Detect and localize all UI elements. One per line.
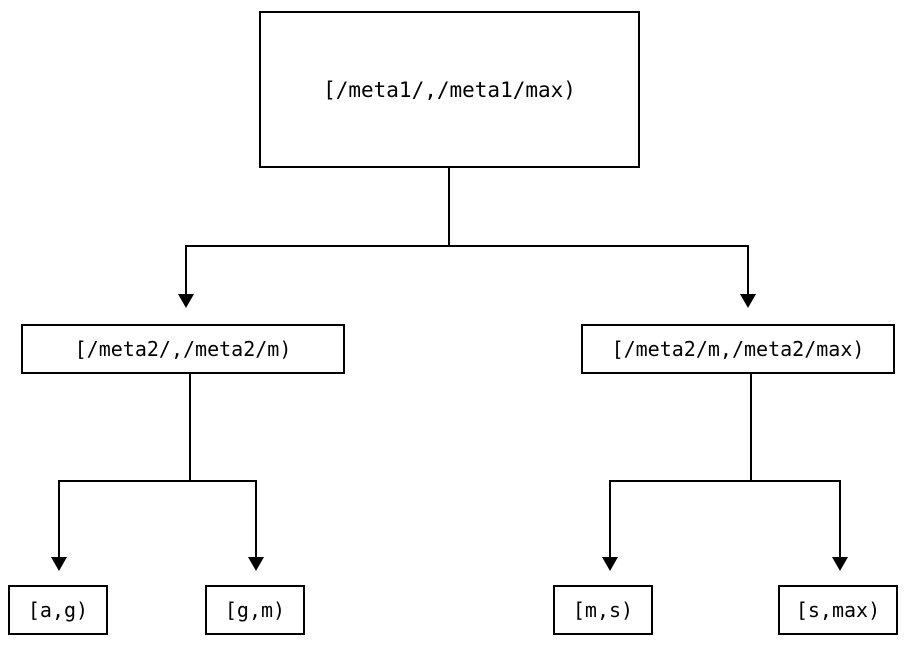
edge-root-to-mid-right [747, 245, 749, 303]
edge-mid-left-to-leaf-0 [58, 480, 60, 565]
edge-mid-left-to-leaf-1 [255, 480, 257, 565]
arrow-mid-right-to-leaf-3 [832, 557, 848, 571]
node-mid-left-label: [/meta2/,/meta2/m) [74, 337, 292, 361]
node-mid-right-label: [/meta2/m,/meta2/max) [611, 337, 865, 361]
edge-mid-left-bus [58, 480, 256, 482]
arrow-root-to-mid-left [178, 294, 194, 308]
node-mid-right[interactable]: [/meta2/m,/meta2/max) [581, 324, 895, 374]
arrow-mid-left-to-leaf-1 [248, 557, 264, 571]
node-mid-left[interactable]: [/meta2/,/meta2/m) [21, 324, 345, 374]
edge-mid-right-bus [609, 480, 841, 482]
edge-root-to-mid-left [185, 245, 187, 303]
node-leaf-2-label: [m,s) [572, 598, 634, 622]
node-leaf-2[interactable]: [m,s) [553, 585, 653, 635]
node-root-label: [/meta1/,/meta1/max) [323, 77, 576, 102]
node-leaf-1[interactable]: [g,m) [205, 585, 305, 635]
edge-mid-right-to-leaf-3 [839, 480, 841, 565]
arrow-mid-right-to-leaf-2 [602, 557, 618, 571]
node-leaf-3-label: [s,max) [795, 598, 881, 622]
edge-mid-right-to-leaf-2 [609, 480, 611, 565]
edge-mid-left-stem [189, 374, 191, 480]
edge-root-bus [185, 245, 749, 247]
node-leaf-1-label: [g,m) [224, 598, 286, 622]
edge-root-stem [448, 168, 450, 245]
node-leaf-3[interactable]: [s,max) [778, 585, 898, 635]
node-root[interactable]: [/meta1/,/meta1/max) [259, 11, 640, 168]
node-leaf-0[interactable]: [a,g) [8, 585, 108, 635]
arrow-mid-left-to-leaf-0 [51, 557, 67, 571]
arrow-root-to-mid-right [740, 294, 756, 308]
node-leaf-0-label: [a,g) [27, 598, 89, 622]
edge-mid-right-stem [750, 374, 752, 480]
